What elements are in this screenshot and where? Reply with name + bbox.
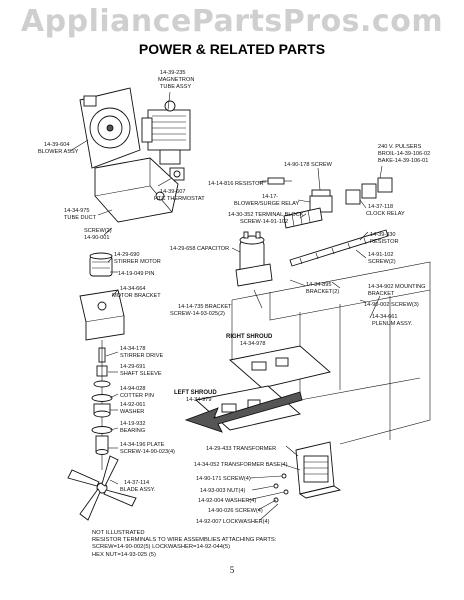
page-number: 5 (229, 565, 235, 575)
label-blower-1: 14-39-604 (44, 142, 70, 148)
transformer-part[interactable] (295, 441, 342, 499)
label-bracket-735-1: 14-14-735 BRACKET (178, 304, 232, 310)
label-blade-2: BLADE ASSY. (120, 487, 156, 493)
terminal-block-part[interactable] (283, 207, 323, 229)
label-left-shroud-2: 14-34-979 (186, 397, 212, 403)
label-stirrer-motor-1: 14-29-690 (114, 252, 140, 258)
label-screw5: 14-90-026 SCREW(4) (208, 508, 263, 514)
label-right-shroud-1: RIGHT SHROUD (226, 334, 273, 340)
watermark: AppliancePartsPros.com (20, 4, 444, 39)
label-plate-1: 14-34-196 PLATE (120, 442, 165, 448)
label-bearing-2: BEARING (120, 428, 145, 434)
label-clock-relay-2: CLOCK RELAY (366, 211, 405, 217)
label-resistor2-2: RESISTOR (370, 239, 399, 245)
small-resistor-part[interactable] (262, 177, 292, 185)
label-magnetron-2: MAGNETRON (158, 77, 194, 83)
label-bearing-1: 14-19-932 (120, 421, 146, 427)
label-lockwasher: 14-92-007 LOCKWASHER(4) (196, 519, 270, 525)
label-resistor: 14-14-816 RESISTOR (208, 181, 264, 187)
notes-line: HEX NUT=14-93-025 (5) (92, 551, 156, 558)
label-screw1-2: 14-90-001 (84, 235, 110, 241)
label-washer4: 14-92-004 WASHER(4) (198, 498, 256, 504)
resistor-part[interactable] (289, 229, 389, 267)
blower-assy-part[interactable] (79, 87, 141, 169)
label-pin: 14-19-049 PIN (118, 271, 154, 277)
label-capacitor: 14-29-658 CAPACITOR (170, 246, 229, 252)
label-transformer-base: 14-34-052 TRANSFORMER BASE(4) (194, 462, 288, 468)
label-motor-bracket-1: 14-34-664 (120, 286, 146, 292)
label-plenum-1: 14-34-661 (372, 314, 398, 320)
blower-surge-relay-part[interactable] (309, 189, 333, 213)
label-cotter-pin-1: 14-94-028 (120, 386, 146, 392)
motor-bracket-part[interactable] (79, 289, 125, 341)
blade-assy-part[interactable] (67, 455, 137, 521)
label-plate-2: SCREW-14-90-023(4) (120, 449, 175, 455)
notes-line: NOT ILLUSTRATED (92, 530, 145, 536)
label-plenum-2: PLENUM ASSY. (372, 321, 413, 327)
label-stirrer-drive-2: STIRRER DRIVE (120, 353, 163, 359)
htc-thermostat-part[interactable] (169, 167, 185, 181)
label-terminal-block-2: SCREW-14-91-102 (240, 219, 288, 225)
page-title: POWER & RELATED PARTS (138, 41, 326, 57)
label-mounting-bracket-2: BRACKET (368, 291, 395, 297)
label-shaft-sleeve-2: SHAFT SLEEVE (120, 371, 162, 377)
label-resistor2-1: 14-39-330 (370, 232, 396, 238)
label-transformer: 14-29-433 TRANSFORMER (206, 446, 276, 452)
label-screw-top: 14-90-178 SCREW (284, 162, 333, 168)
direction-arrow (184, 391, 303, 433)
right-shroud-part[interactable] (229, 345, 331, 389)
magnetron-tube-part[interactable] (141, 100, 191, 165)
capacitor-part[interactable] (235, 231, 273, 287)
label-motor-bracket-2: MOTOR BRACKET (112, 293, 161, 299)
label-blower-relay-2: BLOWER/SURGE RELAY (234, 201, 299, 207)
stirrer-motor-part[interactable] (89, 252, 113, 277)
label-stirrer-motor-2: STIRRER MOTOR (114, 259, 161, 265)
label-htc-1: 14-39-607 (160, 189, 186, 195)
transformer-hardware[interactable] (273, 473, 289, 503)
label-blower-relay-1: 14-17- (262, 194, 278, 200)
label-screw4: 14-90-171 SCREW(4) (196, 476, 251, 482)
label-pulsers-2: BROIL-14-39-106-02 (378, 151, 430, 157)
label-screw2-2: SCREW(2) (368, 259, 396, 265)
label-screw1-1: SCREW(2) (84, 228, 112, 234)
label-bracket2-1: 14-34-895 (306, 282, 332, 288)
label-bracket-735-2: SCREW-14-93-025(2) (170, 311, 225, 317)
notes-line: RESISTOR TERMINALS TO WIRE ASSEMBLIES AT… (92, 537, 277, 544)
label-stirrer-drive-1: 14-34-178 (120, 346, 146, 352)
label-blower-2: BLOWER ASSY (38, 149, 79, 155)
label-clock-relay-1: 14-37-118 (368, 204, 393, 210)
label-washer-2: WASHER (120, 409, 144, 415)
label-tube-duct-1: 14-34-975 (64, 208, 90, 214)
label-screw2-1: 14-91-102 (368, 252, 394, 258)
label-blade-1: 14-37-114 (124, 480, 149, 486)
notes-line: SCREW=14-90-002(5) LOCKWASHER=14-92-044(… (92, 544, 230, 551)
notes-block: NOT ILLUSTRATED RESISTOR TERMINALS TO WI… (92, 530, 276, 559)
label-shaft-sleeve-1: 14-29-691 (120, 364, 146, 370)
label-left-shroud-1: LEFT SHROUD (174, 390, 217, 396)
label-pulsers-1: 240 V. PULSERS (378, 144, 422, 150)
tube-duct-part[interactable] (94, 157, 179, 223)
leader-lines (69, 91, 383, 521)
label-magnetron-3: TUBE ASSY (160, 84, 191, 90)
label-bracket2-2: BRACKET(2) (306, 289, 339, 295)
label-pulsers-3: BAKE-14-39-106-01 (378, 158, 428, 164)
label-terminal-block-1: 14-30-352 TERMINAL BLOCK (228, 212, 304, 218)
label-cotter-pin-2: COTTER PIN (120, 393, 154, 399)
clock-relay-part[interactable] (345, 177, 393, 205)
part-labels: 14-39-235 MAGNETRON TUBE ASSY 14-39-604 … (38, 70, 430, 525)
label-washer-1: 14-92-061 (120, 402, 146, 408)
label-right-shroud-2: 14-34-978 (240, 341, 266, 347)
stirrer-drive-stack[interactable] (91, 340, 113, 470)
label-screws3: 14-90-002 SCREW(3) (364, 302, 419, 308)
label-tube-duct-2: TUBE DUCT (64, 215, 97, 221)
label-mounting-bracket-1: 14-34-902 MOUNTING (368, 284, 426, 290)
label-nut: 14-93-003 NUT(4) (200, 488, 246, 494)
label-htc-2: HTC THERMOSTAT (154, 196, 205, 202)
label-magnetron-1: 14-39-235 (160, 70, 186, 76)
